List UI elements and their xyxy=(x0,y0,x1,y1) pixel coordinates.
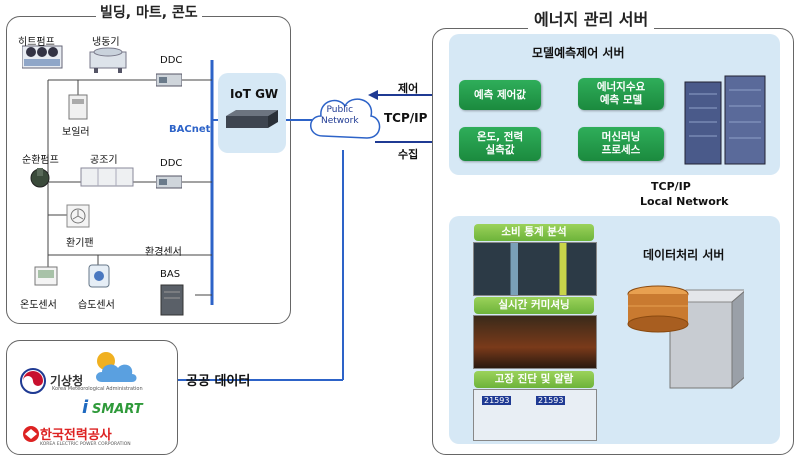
database-icon xyxy=(627,285,744,390)
local-tcpip-label: TCP/IP xyxy=(651,180,691,193)
temp-sensor-icon xyxy=(34,266,58,286)
readout-1: 21593 xyxy=(482,396,512,405)
kma-en-label: Korea Meteorological Administration xyxy=(52,386,143,392)
demand-model-box: 에너지수요 예측 모델 xyxy=(578,78,664,110)
data-server-title: 데이터처리 서버 xyxy=(643,248,725,262)
bas-server-icon xyxy=(160,284,184,316)
boiler-icon xyxy=(68,94,88,120)
stats-box: 소비 통계 분석 xyxy=(474,224,594,241)
heat-pump-icon xyxy=(22,45,63,69)
fan-label: 환기팬 xyxy=(66,238,94,249)
server-rack-icon xyxy=(684,75,766,165)
fan-icon xyxy=(66,204,90,228)
building-title: 빌딩, 마트, 콘도 xyxy=(96,2,202,22)
ahu-icon xyxy=(80,167,134,187)
chiller-icon xyxy=(89,47,127,73)
tcpip-label: TCP/IP xyxy=(384,111,428,125)
ems-title: 에너지 관리 서버 xyxy=(528,6,655,30)
pred-control-box: 예측 제어값 xyxy=(459,80,541,110)
humid-sensor-label: 습도센서 xyxy=(78,300,115,311)
env-sensor-label: 환경센서 xyxy=(145,247,182,258)
weather-icon xyxy=(96,352,137,382)
humid-sensor-icon xyxy=(88,264,110,288)
kepco-en-label: KOREA ELECTRIC POWER CORPORATION xyxy=(40,442,131,447)
ddc-label-1: DDC xyxy=(160,55,183,66)
ddc-icon-2 xyxy=(156,175,182,189)
kepco-logo-icon xyxy=(23,426,39,442)
boiler-label: 보일러 xyxy=(62,127,90,138)
heat-pump-label: 히트펌프 xyxy=(18,37,55,48)
collect-label: 수집 xyxy=(398,148,419,161)
commissioning-screen xyxy=(473,315,597,369)
model-server-title: 모델예측제어 서버 xyxy=(532,46,625,60)
gateway-icon xyxy=(226,110,278,128)
kepco-label: 한국전력공사 xyxy=(40,428,112,443)
ddc-icon-1 xyxy=(156,73,182,87)
kma-label: 기상청 xyxy=(50,374,84,388)
public-network-label: Public Network xyxy=(321,105,359,126)
bas-label: BAS xyxy=(160,269,181,280)
iot-gw-label: IoT GW xyxy=(230,87,279,101)
commissioning-box: 실시간 커미셔닝 xyxy=(474,297,594,314)
readout-2: 21593 xyxy=(536,396,566,405)
public-data-label: 공공 데이터 xyxy=(186,374,251,389)
temp-sensor-label: 온도센서 xyxy=(20,300,57,311)
control-label: 제어 xyxy=(398,82,419,95)
chiller-label: 냉동기 xyxy=(92,37,120,48)
ahu-label: 공조기 xyxy=(90,155,118,166)
ismart-i: i xyxy=(82,397,89,418)
stats-screen xyxy=(473,242,597,296)
cloud-icon xyxy=(310,98,381,139)
circ-pump-icon xyxy=(30,168,50,188)
measured-box: 온도, 전력 실측값 xyxy=(459,127,541,161)
bacnet-label: BACnet xyxy=(169,124,211,135)
diagnosis-box: 고장 진단 및 알람 xyxy=(474,371,594,388)
kma-emblem-icon xyxy=(20,368,46,394)
ismart-label: SMART xyxy=(92,402,143,417)
ml-process-box: 머신러닝 프로세스 xyxy=(578,127,664,161)
circ-pump-label: 순환펌프 xyxy=(22,155,59,166)
local-network-label: Local Network xyxy=(640,195,729,208)
ddc-label-2: DDC xyxy=(160,158,183,169)
